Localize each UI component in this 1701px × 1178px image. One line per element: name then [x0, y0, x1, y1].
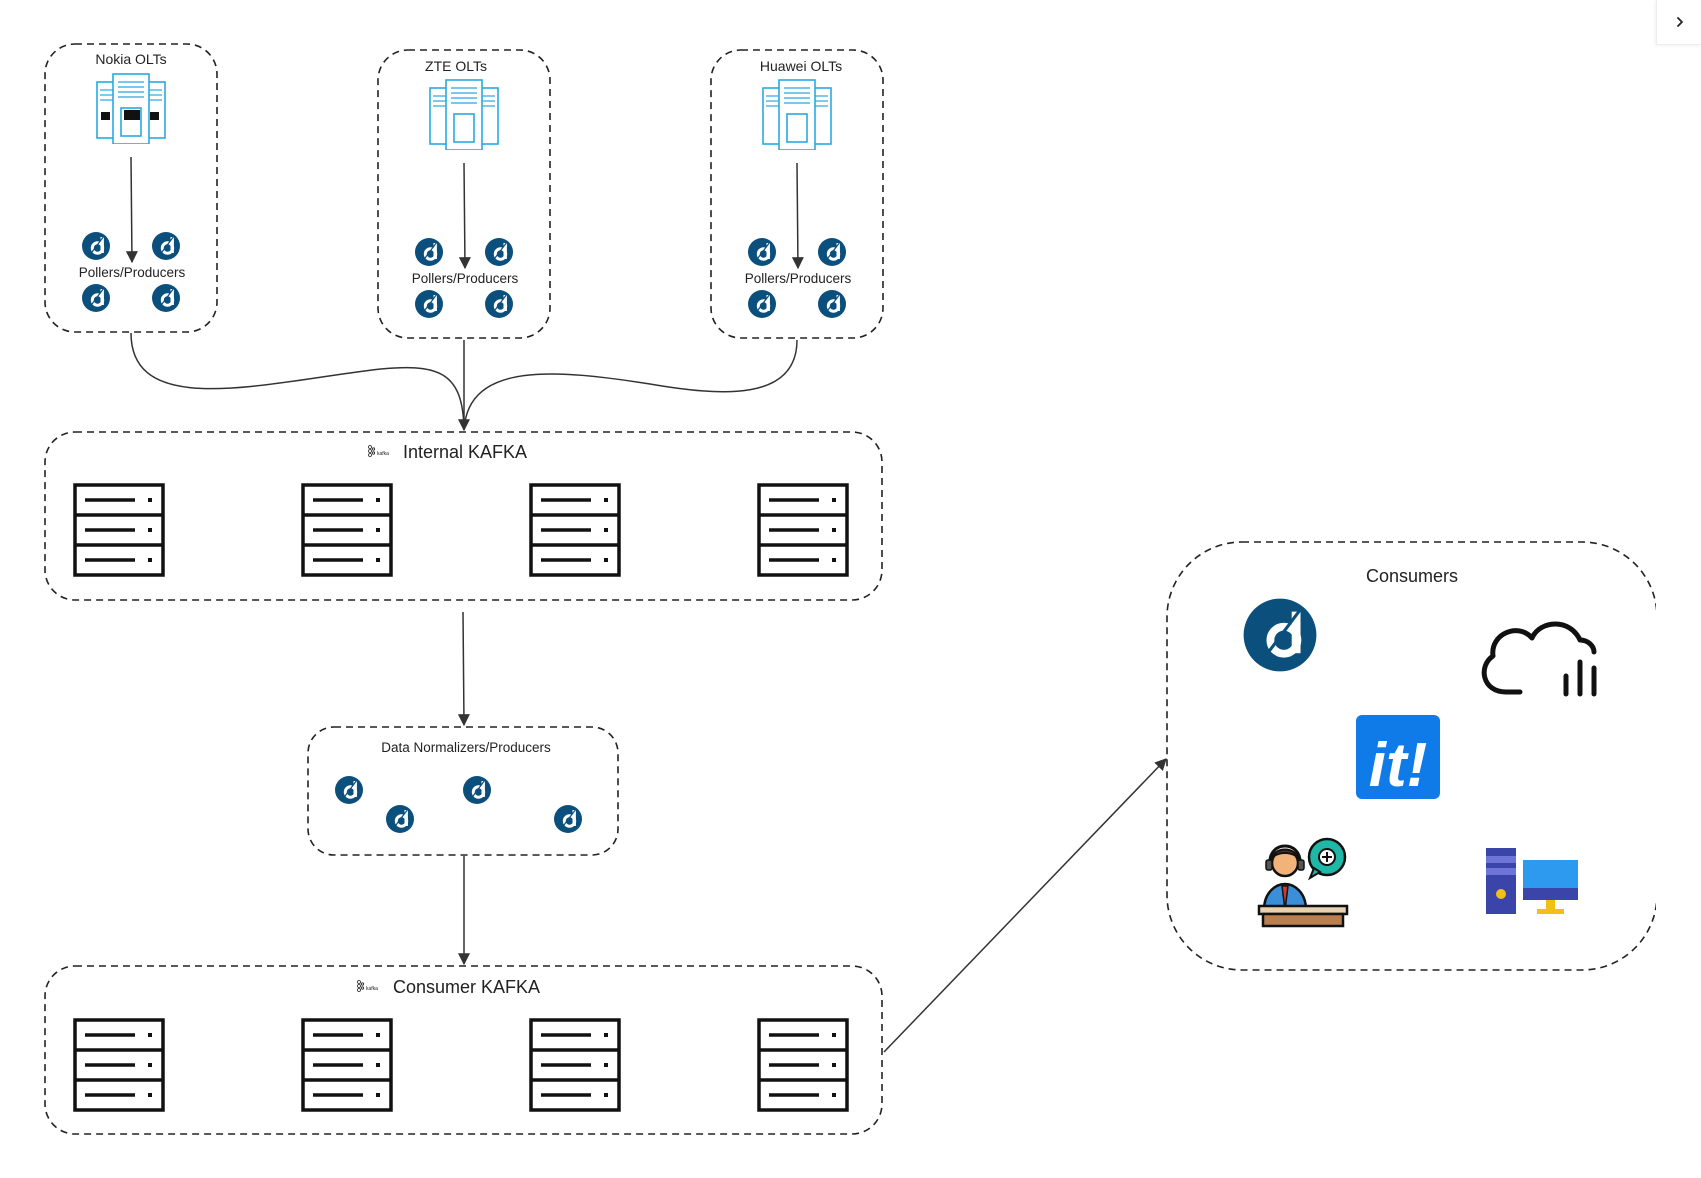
- kafka-logo: kafka: [357, 980, 378, 992]
- datadog-badge-icon: [817, 237, 847, 267]
- it-app-logo: it!: [1356, 715, 1440, 800]
- group-nokia: Nokia OLTs Pollers/Producers: [44, 43, 218, 333]
- datadog-badge-icon: [414, 289, 444, 319]
- internal-kafka-frame: [44, 431, 883, 601]
- server-icon: [757, 483, 849, 577]
- consumer-kafka-frame: [44, 965, 883, 1135]
- arrow-nokia-olt-to-pollers: [125, 156, 138, 264]
- normalizers-group: Data Normalizers/Producers: [307, 726, 619, 856]
- group-huawei-pollers-label: Pollers/Producers: [745, 271, 852, 286]
- internal-kafka-title: Internal KAFKA: [403, 442, 527, 462]
- cloud-chart-icon: [1481, 621, 1597, 697]
- arrow-internal-kafka-to-normalizers: [457, 611, 470, 727]
- svg-text:kafka: kafka: [366, 986, 378, 992]
- arrow-consumer-kafka-to-consumers: [883, 758, 1167, 1053]
- datadog-badge-icon: [817, 289, 847, 319]
- chevron-right-icon: [1676, 17, 1683, 27]
- arrow-zte-olt-to-pollers: [458, 162, 471, 270]
- datadog-badge-icon: [81, 231, 111, 261]
- datadog-badge-icon: [484, 237, 514, 267]
- connectors: [125, 156, 1167, 1053]
- datadog-badge-icon: [1244, 599, 1317, 672]
- group-zte: ZTE OLTs Pollers/Producers: [377, 49, 551, 339]
- architecture-diagram: Nokia OLTs Pollers/Producers ZTE OLTs Po…: [44, 43, 1656, 1135]
- support-agent-icon: [1257, 837, 1349, 928]
- group-zte-title: ZTE OLTs: [425, 58, 487, 74]
- server-icon: [73, 483, 165, 577]
- kafka-logo: kafka: [368, 445, 389, 457]
- group-huawei-title: Huawei OLTs: [760, 58, 842, 74]
- consumers-title: Consumers: [1366, 566, 1458, 586]
- consumer-kafka-title: Consumer KAFKA: [393, 977, 540, 997]
- collapse-panel-button[interactable]: [1656, 0, 1701, 45]
- datadog-badge-icon: [747, 289, 777, 319]
- datadog-badge-icon: [81, 283, 111, 313]
- datadog-badge-icon: [747, 237, 777, 267]
- group-nokia-pollers-label: Pollers/Producers: [79, 265, 186, 280]
- server-icon: [757, 1018, 849, 1112]
- consumer-kafka-cluster: kafka Consumer KAFKA: [44, 965, 883, 1135]
- olt-rack-icon: [762, 79, 832, 150]
- olt-rack-icon: [429, 79, 499, 150]
- olt-rack-icon: [96, 73, 166, 144]
- normalizers-title: Data Normalizers/Producers: [381, 740, 551, 755]
- group-zte-pollers-label: Pollers/Producers: [412, 271, 519, 286]
- consumers-frame: [1166, 541, 1656, 971]
- desktop-computer-icon: [1486, 848, 1578, 914]
- internal-kafka-cluster: kafka Internal KAFKA: [44, 431, 883, 601]
- server-icon: [301, 1018, 393, 1112]
- datadog-badge-icon: [462, 775, 492, 805]
- curve-huawei-to-internal-kafka: [463, 339, 798, 431]
- datadog-badge-icon: [385, 804, 415, 834]
- server-icon: [73, 1018, 165, 1112]
- datadog-badge-icon: [553, 804, 583, 834]
- svg-text:it!: it!: [1369, 731, 1428, 800]
- normalizers-frame: [307, 726, 619, 856]
- consumers-group: Consumers it!: [1166, 541, 1656, 971]
- svg-text:kafka: kafka: [377, 451, 389, 457]
- datadog-badge-icon: [484, 289, 514, 319]
- server-icon: [529, 483, 621, 577]
- datadog-badge-icon: [151, 283, 181, 313]
- server-icon: [529, 1018, 621, 1112]
- server-icon: [301, 483, 393, 577]
- datadog-badge-icon: [414, 237, 444, 267]
- group-huawei: Huawei OLTs Pollers/Producers: [710, 49, 884, 339]
- datadog-badge-icon: [334, 775, 364, 805]
- curve-nokia-to-internal-kafka: [130, 332, 465, 431]
- datadog-badge-icon: [151, 231, 181, 261]
- arrow-huawei-olt-to-pollers: [791, 162, 804, 270]
- group-nokia-title: Nokia OLTs: [95, 51, 166, 67]
